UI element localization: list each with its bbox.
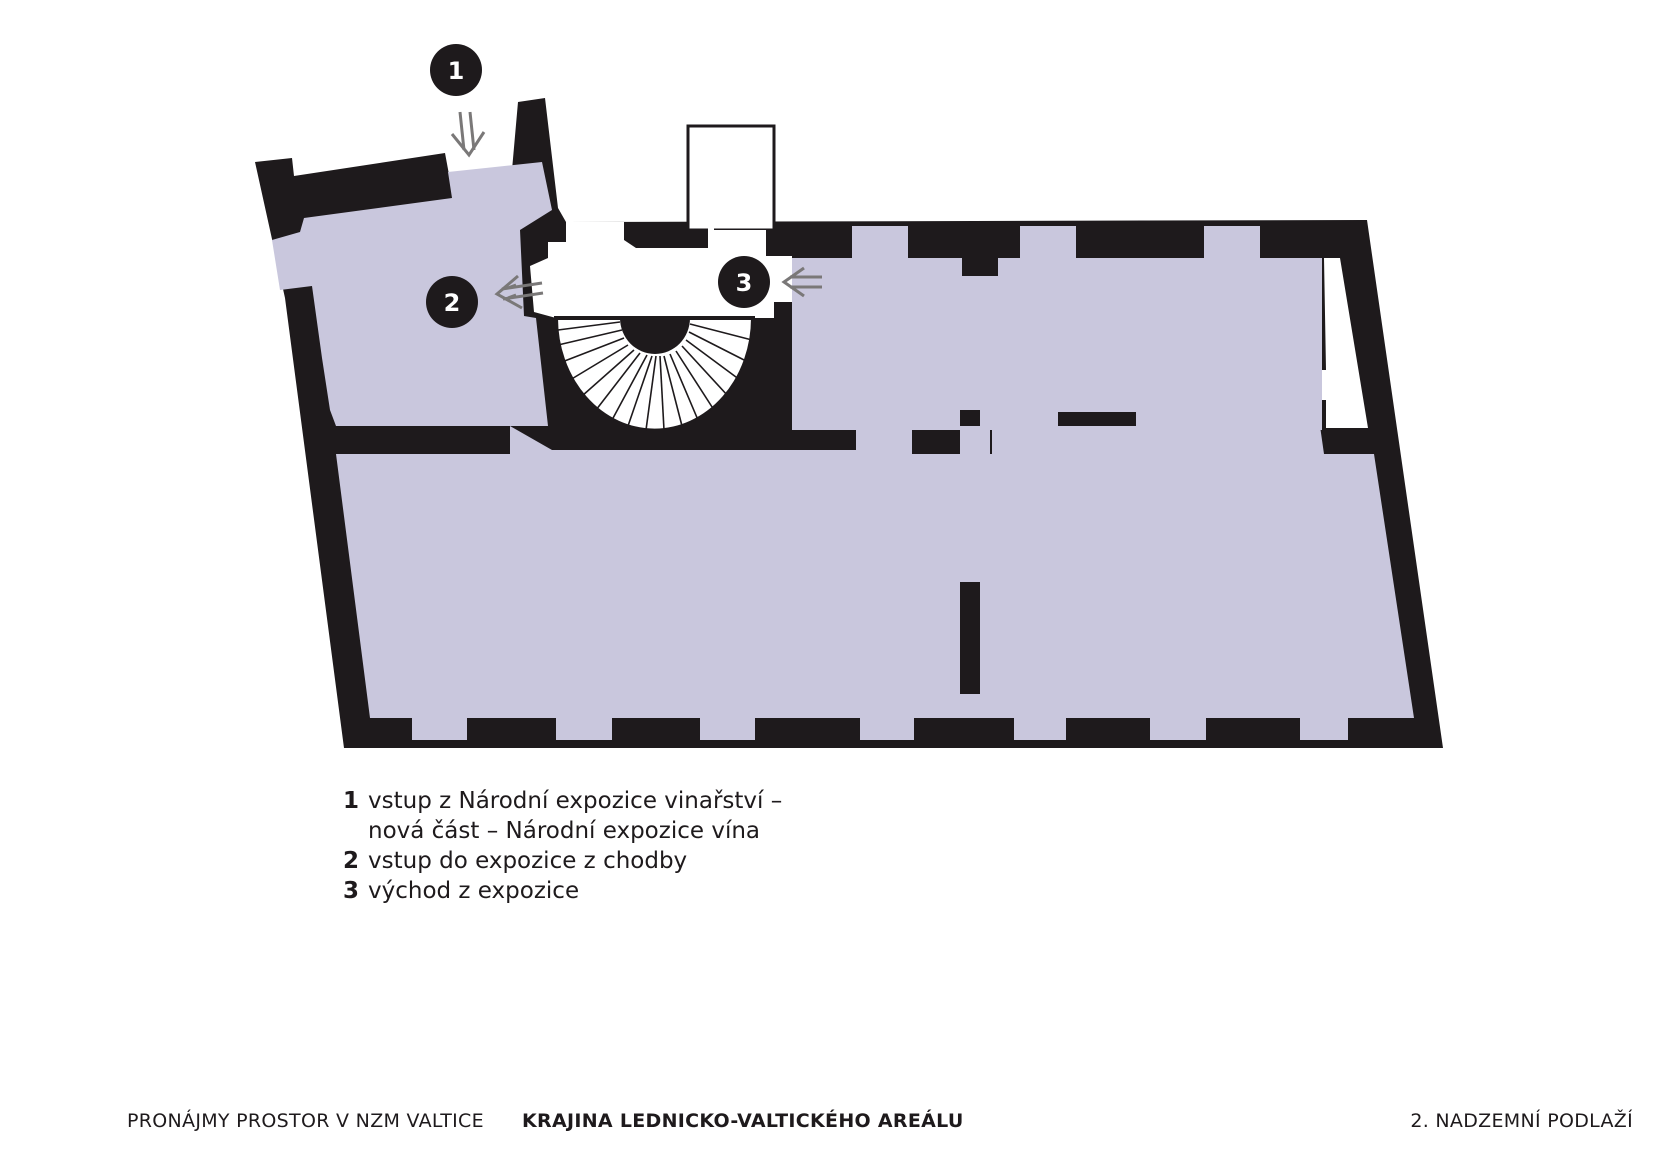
stair-tower-outline [686, 124, 776, 232]
footer-section-title: KRAJINA LEDNICKO-VALTICKÉHO AREÁLU [522, 1110, 964, 1132]
marker-1: 1 [430, 44, 486, 158]
marker-3-circle [718, 256, 770, 308]
legend-text: vstup z Národní expozice vinařství – nov… [368, 786, 782, 846]
marker-2-number: 2 [444, 289, 461, 317]
rooms [272, 162, 1414, 740]
room-upper-right [792, 226, 1322, 458]
light-well [1322, 258, 1368, 428]
room-lower-large [336, 426, 1414, 740]
legend-number: 3 [343, 878, 360, 904]
legend-number: 1 [343, 788, 360, 814]
room-upper-left [272, 162, 552, 426]
stair-hall [530, 222, 792, 433]
marker-1-arrow [450, 111, 486, 158]
marker-3-arrow [781, 266, 822, 298]
marker-1-circle [430, 44, 482, 96]
legend-item-2: 2 vstup do expozice z chodby [343, 846, 782, 876]
legend-line: východ z expozice [368, 878, 580, 904]
marker-2: 2 [426, 274, 544, 328]
legend-item-1: 1 vstup z Národní expozice vinařství – n… [343, 786, 782, 846]
legend-line: vstup do expozice z chodby [368, 848, 688, 874]
marker-2-arrow [494, 274, 544, 310]
stair-newel [620, 318, 690, 354]
footer-floor-label: 2. NADZEMNÍ PODLAŽÍ [1410, 1110, 1633, 1132]
marker-2-circle [426, 276, 478, 328]
footer-publication: PRONÁJMY PROSTOR V NZM VALTICE [127, 1110, 484, 1132]
marker-3-number: 3 [736, 269, 753, 297]
stair-treads [557, 321, 753, 431]
marker-3: 3 [718, 256, 822, 308]
legend-line: nová část – Národní expozice vína [368, 818, 760, 844]
marker-1-number: 1 [448, 57, 465, 85]
legend: 1 vstup z Národní expozice vinařství – n… [343, 786, 782, 906]
legend-number: 2 [343, 848, 360, 874]
legend-item-3: 3 východ z expozice [343, 876, 782, 906]
stair-wall [548, 318, 792, 431]
legend-line: vstup z Národní expozice vinařství – [368, 788, 783, 814]
